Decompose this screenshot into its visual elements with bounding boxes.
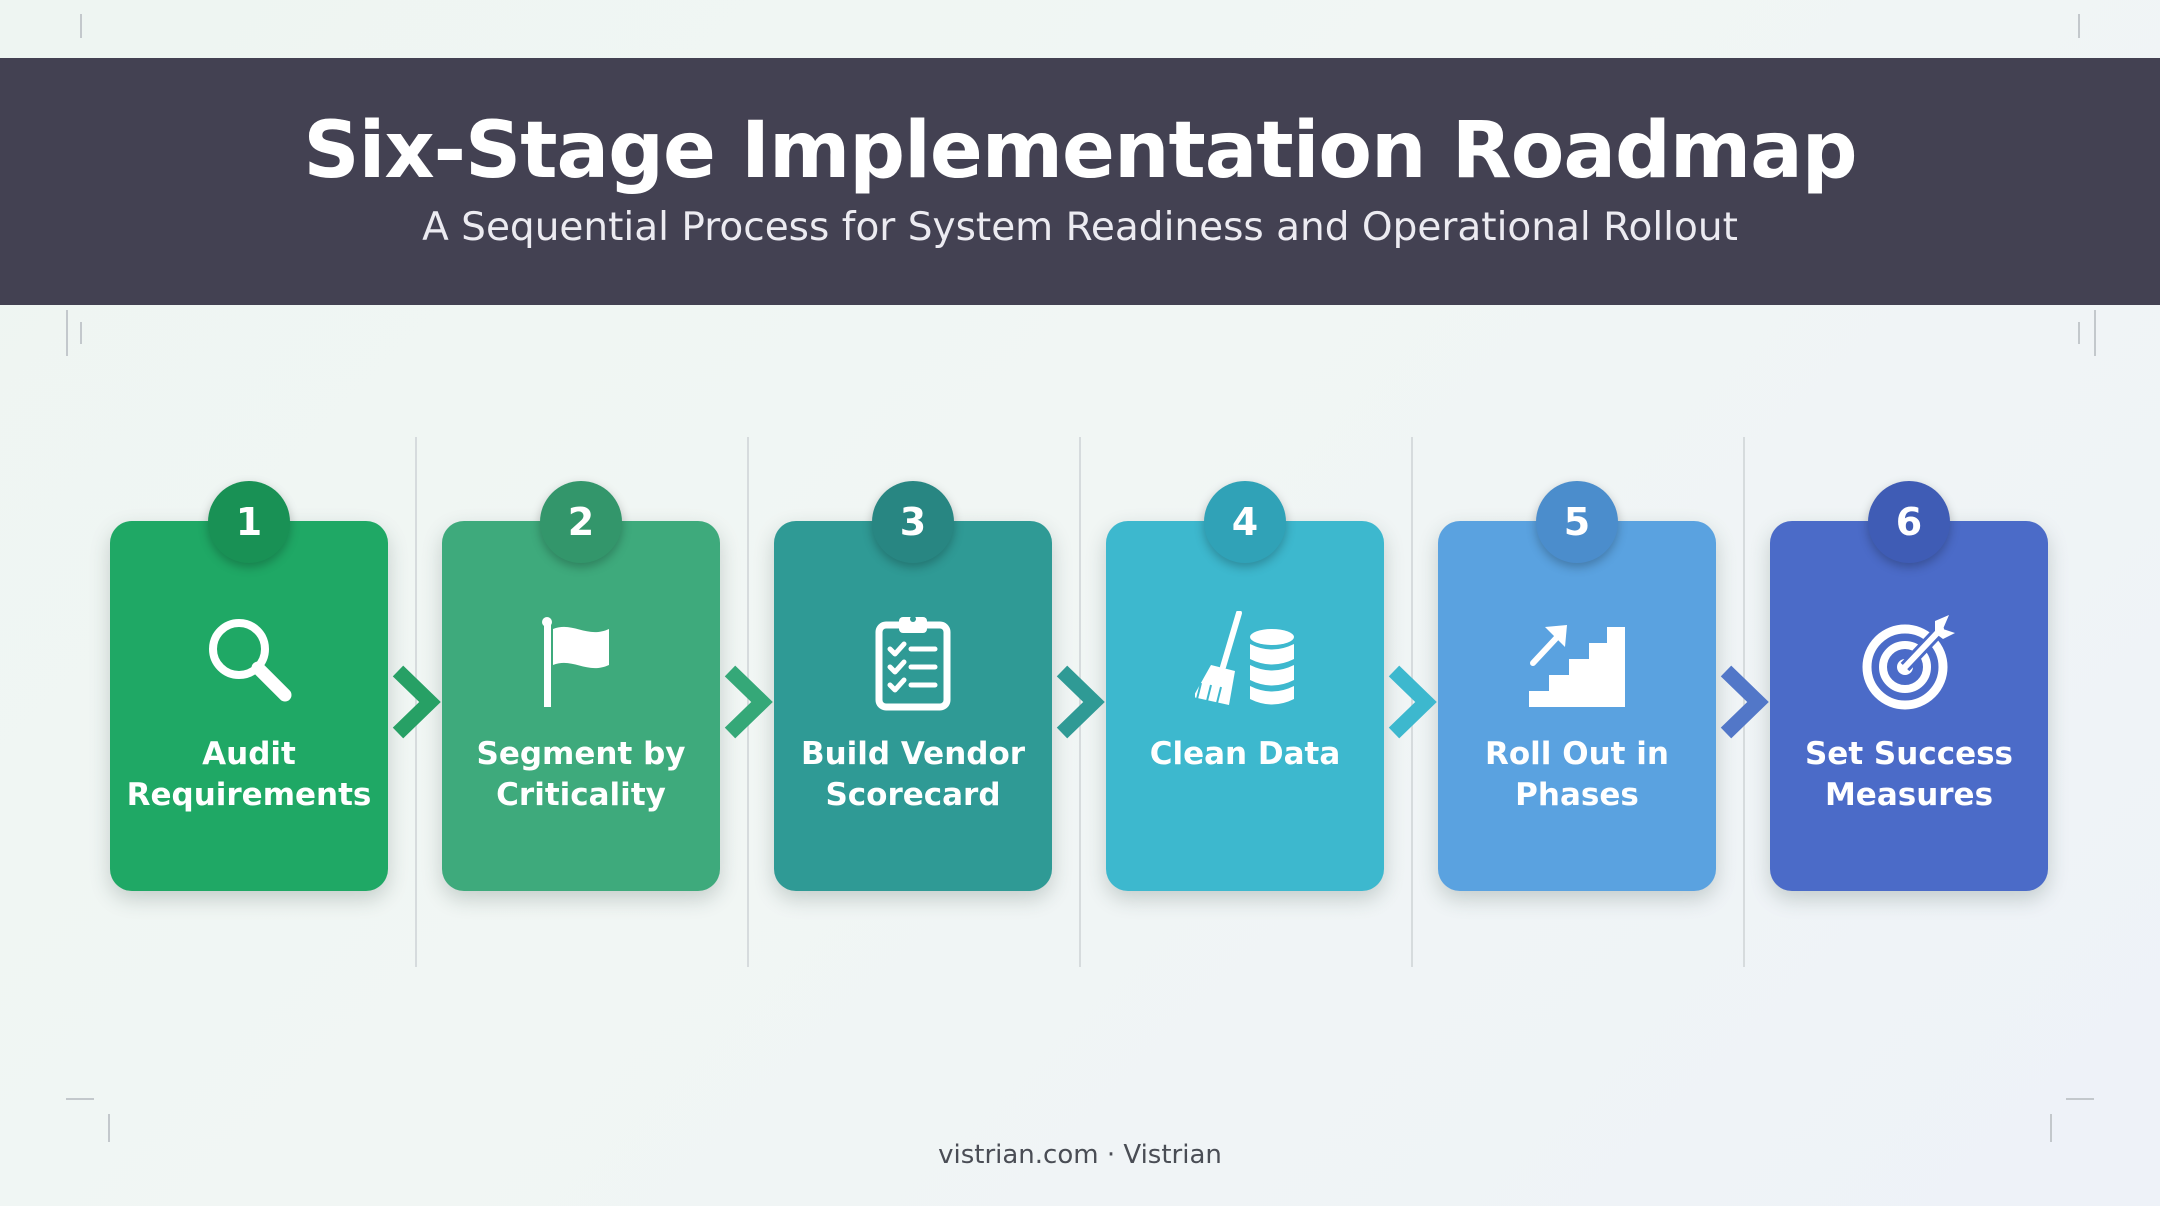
magnifying-glass-icon	[199, 611, 299, 711]
stage-label: Roll Out in Phases	[1438, 734, 1716, 816]
stage-label: Build Vendor Scorecard	[774, 734, 1052, 816]
stage-number-badge: 3	[872, 481, 954, 563]
crop-mark	[108, 1114, 110, 1142]
crop-mark	[2050, 1114, 2052, 1142]
stage-label: Audit Requirements	[110, 734, 388, 816]
stage-label: Set Success Measures	[1770, 734, 2048, 816]
stage-card-2: Segment by Criticality	[442, 521, 720, 891]
stage-number-badge: 6	[1868, 481, 1950, 563]
crop-mark	[2078, 14, 2080, 38]
flag-icon	[531, 611, 631, 711]
broom-database-icon	[1195, 611, 1295, 711]
stage-label-line: Build Vendor	[800, 736, 1026, 772]
crop-mark	[66, 310, 68, 356]
header-banner: Six-Stage Implementation Roadmap A Seque…	[0, 58, 2160, 305]
footer-credit: vistrian.com · Vistrian	[938, 1140, 1222, 1170]
stage-label-line: Phases	[1515, 777, 1639, 813]
chevron-right-icon	[1048, 659, 1114, 745]
chevron-right-icon	[384, 659, 450, 745]
column-divider	[1411, 437, 1413, 967]
stage-card-3: Build Vendor Scorecard	[774, 521, 1052, 891]
stage-label: Segment by Criticality	[442, 734, 720, 816]
stage-label-line: Measures	[1824, 777, 1994, 813]
page-title: Six-Stage Implementation Roadmap	[303, 106, 1857, 197]
crop-mark	[2078, 322, 2080, 344]
stage-number-badge: 5	[1536, 481, 1618, 563]
column-divider	[415, 437, 417, 967]
stage-label-line: Criticality	[496, 777, 666, 813]
crop-mark	[80, 322, 82, 344]
stage-card-4: Clean Data	[1106, 521, 1384, 891]
stage-number-badge: 4	[1204, 481, 1286, 563]
stage-label: Clean Data	[1106, 734, 1384, 775]
stage-label-line: Roll Out in	[1485, 736, 1669, 772]
crop-mark	[80, 14, 82, 38]
crop-mark	[2094, 310, 2096, 356]
stage-label-line: Audit	[202, 736, 296, 772]
stage-label-line: Segment by	[476, 736, 686, 772]
crop-mark	[2066, 1098, 2094, 1100]
chevron-right-icon	[716, 659, 782, 745]
target-arrow-icon	[1859, 611, 1959, 711]
stage-number-badge: 2	[540, 481, 622, 563]
stage-card-5: Roll Out in Phases	[1438, 521, 1716, 891]
column-divider	[747, 437, 749, 967]
clipboard-checklist-icon	[863, 611, 963, 711]
stage-label-line: Scorecard	[825, 777, 1001, 813]
stage-label-line: Requirements	[126, 777, 372, 813]
page-subtitle: A Sequential Process for System Readines…	[422, 204, 1738, 250]
stage-card-1: Audit Requirements	[110, 521, 388, 891]
stairs-arrow-icon	[1527, 611, 1627, 711]
stage-number-badge: 1	[208, 481, 290, 563]
crop-mark	[66, 1098, 94, 1100]
column-divider	[1743, 437, 1745, 967]
column-divider	[1079, 437, 1081, 967]
stage-card-6: Set Success Measures	[1770, 521, 2048, 891]
stage-label-line: Set Success	[1804, 736, 2014, 772]
stage-label-line: Clean Data	[1149, 736, 1341, 772]
chevron-right-icon	[1380, 659, 1446, 745]
chevron-right-icon	[1712, 659, 1778, 745]
